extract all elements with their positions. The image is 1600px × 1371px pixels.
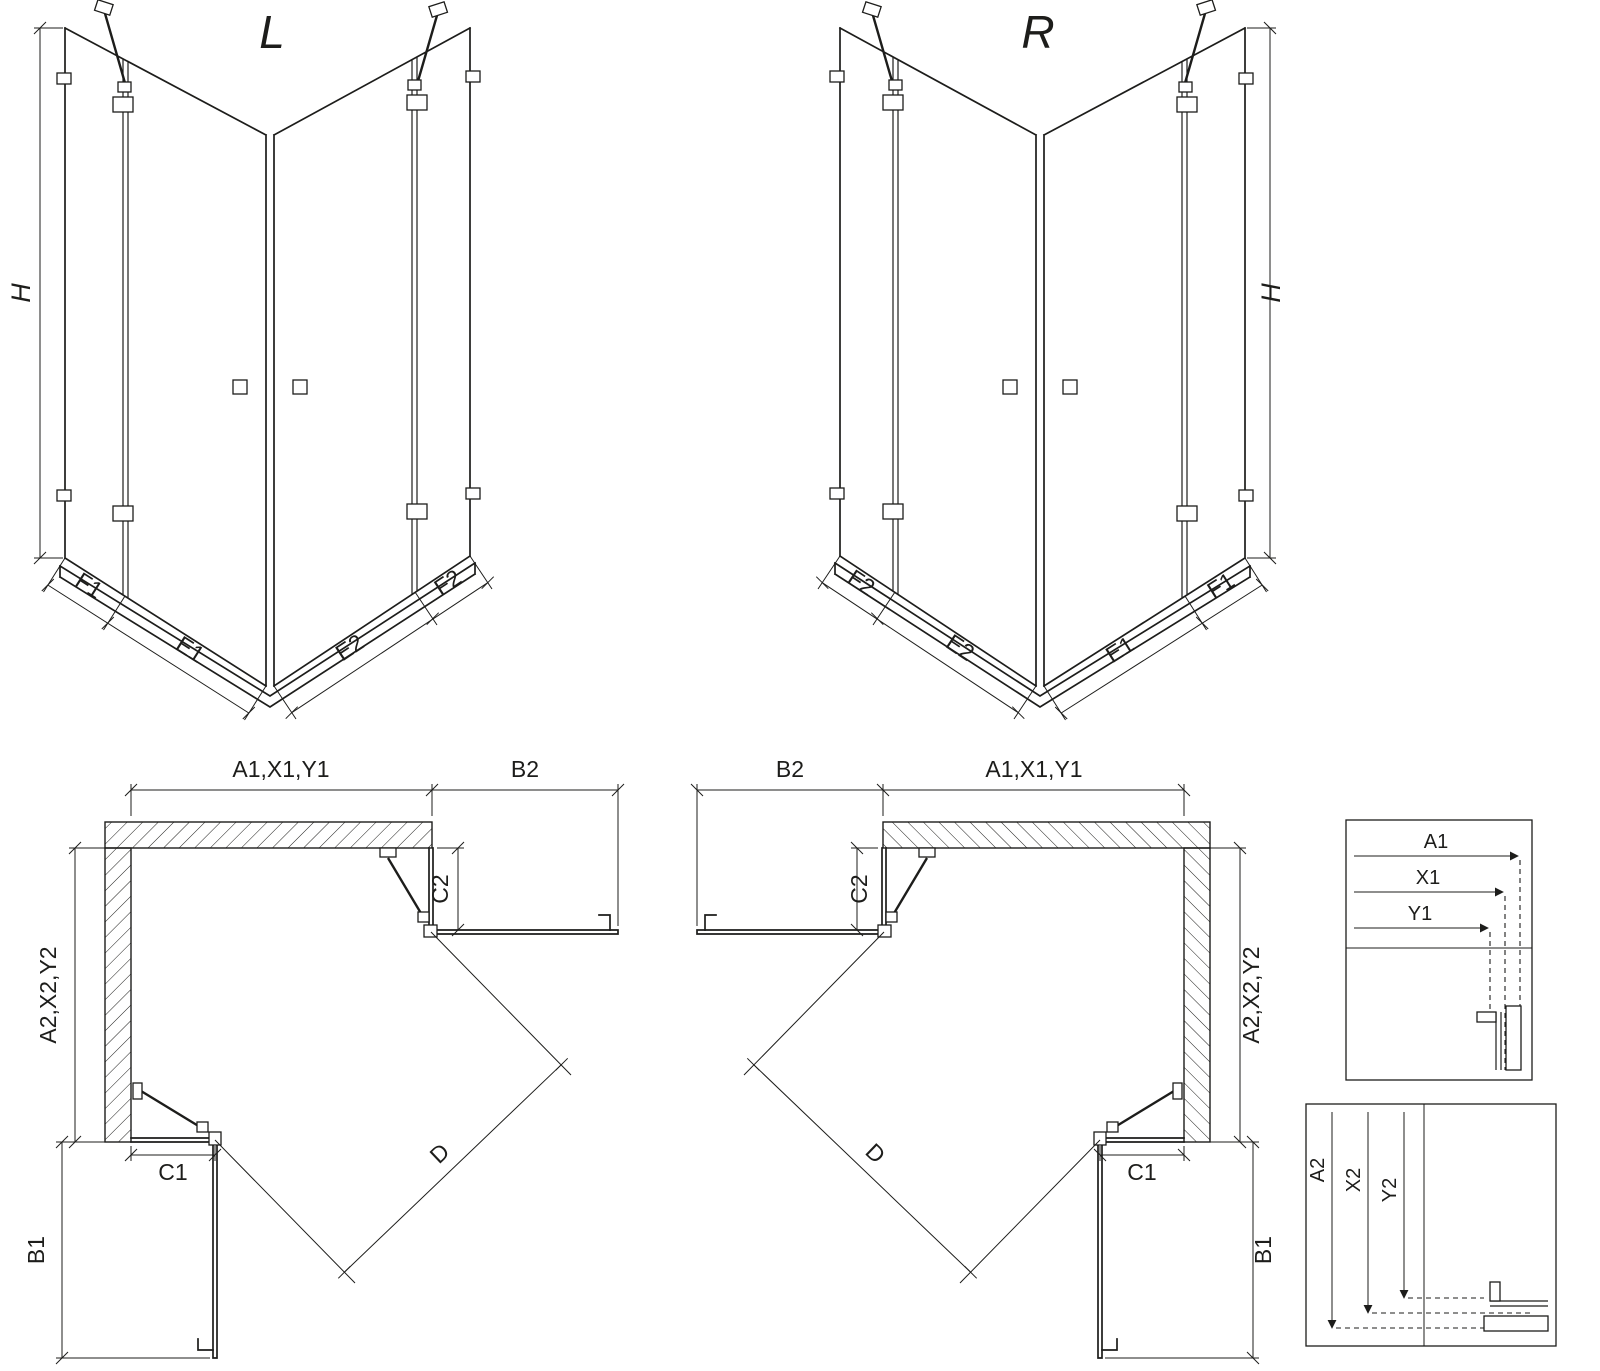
variant-label-left: L — [259, 6, 285, 58]
dim-label-h-left: H — [6, 283, 36, 303]
plan-right-view — [691, 784, 1259, 1364]
detail-label-x2: X2 — [1343, 1168, 1365, 1192]
iso-right-view — [816, 0, 1276, 720]
detail-label-a2: A2 — [1307, 1158, 1329, 1182]
dim-label-e2-right: E2 — [942, 629, 980, 666]
dim-label-b2-planleft: B2 — [511, 756, 539, 782]
dim-label-f2-right: F2 — [843, 564, 880, 601]
dim-label-c2-planright: C2 — [846, 874, 872, 903]
detail-box-bottom — [1305, 1103, 1557, 1347]
dim-label-d-planright: D — [861, 1138, 891, 1168]
detail-bottom-projection-lines — [1336, 1297, 1548, 1329]
detail-label-y1: Y1 — [1408, 903, 1432, 925]
detail-label-y2: Y2 — [1379, 1178, 1401, 1202]
dim-label-b1-planleft: B1 — [23, 1236, 49, 1264]
variant-label-right: R — [1021, 6, 1054, 58]
dim-label-e1-left: E1 — [171, 631, 209, 668]
dim-label-a2x2y2-planright: A2,X2,Y2 — [1238, 946, 1264, 1043]
dim-label-f1-left: F1 — [71, 567, 108, 603]
dim-label-a2x2y2-planleft: A2,X2,Y2 — [35, 946, 61, 1043]
dim-label-d-planleft: D — [424, 1138, 454, 1168]
detail-label-a1: A1 — [1424, 831, 1448, 853]
dim-label-e2-left: E2 — [331, 629, 369, 666]
dim-label-h-right: H — [1256, 283, 1286, 303]
iso-left-view — [34, 0, 494, 720]
dim-label-c2-planleft: C2 — [427, 874, 453, 903]
dim-label-b1-planright: B1 — [1250, 1236, 1276, 1264]
dim-label-e1-right: E1 — [1101, 631, 1139, 668]
dim-label-b2-planright: B2 — [776, 756, 804, 782]
detail-label-x1: X1 — [1416, 867, 1440, 889]
dim-label-c1-planleft: C1 — [158, 1159, 187, 1185]
dim-label-f2-left: F2 — [429, 564, 466, 601]
detail-bottom-profile — [1483, 1281, 1549, 1332]
dim-label-f1-right: F1 — [1202, 567, 1239, 603]
detail-top-profile — [1476, 1005, 1522, 1071]
dim-label-c1-planright: C1 — [1127, 1159, 1156, 1185]
detail-box-top — [1345, 819, 1533, 1081]
plan-left-view — [56, 784, 624, 1364]
dim-label-a1x1y1-planleft: A1,X1,Y1 — [232, 756, 329, 782]
dim-label-a1x1y1-planright: A1,X1,Y1 — [985, 756, 1082, 782]
